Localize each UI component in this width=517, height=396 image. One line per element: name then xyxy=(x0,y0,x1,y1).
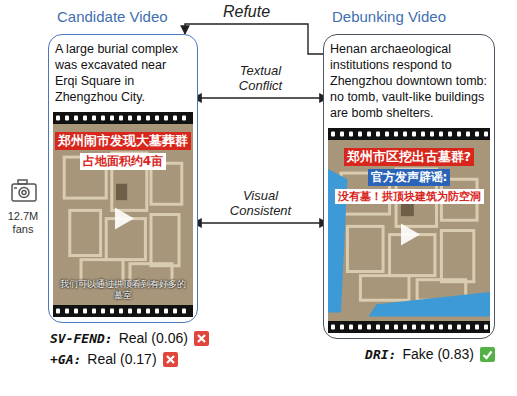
model-name: DRI: xyxy=(365,347,396,362)
prediction-row: SV-FEND: Real (0.06) xyxy=(50,330,209,346)
caption-text: 官方发声辟谣: xyxy=(368,169,451,186)
prediction-score: Fake (0.83) xyxy=(402,346,474,362)
video-card: Candidate VideoA large burial complex wa… xyxy=(48,34,198,323)
video-thumbnail: 郑州闹市发现大墓葬群占地面积约4亩我们可以通过拱顶看到有好多的墓室 xyxy=(53,112,193,317)
prediction-score: Real (0.06) xyxy=(119,330,188,346)
video-heading: Candidate Video xyxy=(57,8,168,25)
claim-text-box: A large burial complex was excavated nea… xyxy=(53,39,193,108)
correct-mark xyxy=(480,347,495,362)
caption-text: 占地面积约4亩 xyxy=(80,153,166,170)
claim-text-box: Henan archaeological institutions respon… xyxy=(328,39,490,124)
wrong-mark xyxy=(194,331,209,346)
video-heading: Debunking Video xyxy=(332,8,446,25)
claim-text: Henan archaeological institutions respon… xyxy=(330,41,488,121)
arrow-connector xyxy=(193,222,328,223)
follower-count: 12.7M fans xyxy=(0,210,46,236)
edge-label: Refute xyxy=(217,2,277,21)
model-name: SV-FEND: xyxy=(50,331,113,346)
model-name: +GA: xyxy=(50,352,81,367)
caption-banner: 郑州市区挖出古墓群? xyxy=(344,148,474,166)
edge-label: Textual Conflict xyxy=(221,63,301,94)
play-icon xyxy=(115,208,134,230)
edge-label: Visual Consistent xyxy=(221,188,301,219)
prediction-row: +GA: Real (0.17) xyxy=(50,351,178,367)
play-icon xyxy=(401,224,420,246)
arrow-connector xyxy=(185,24,323,54)
arrow-connector xyxy=(193,97,328,98)
video-thumbnail: 郑州市区挖出古墓群? 官方发声辟谣: 没有墓！拱顶块建筑为防空洞 xyxy=(328,128,490,333)
video-card: Debunking VideoHenan archaeological inst… xyxy=(323,34,495,339)
prediction-row: DRI: Fake (0.83) xyxy=(365,346,495,362)
prediction-score: Real (0.17) xyxy=(87,351,156,367)
caption-text: 没有墓！拱顶块建筑为防空洞 xyxy=(335,189,484,205)
wrong-mark xyxy=(163,352,178,367)
camera-icon xyxy=(12,180,36,201)
caption-banner: 郑州闹市发现大墓葬群 xyxy=(55,132,191,150)
subtitle-text: 我们可以通过拱顶看到有好多的墓室 xyxy=(56,279,190,301)
claim-text: A large burial complex was excavated nea… xyxy=(55,41,191,105)
